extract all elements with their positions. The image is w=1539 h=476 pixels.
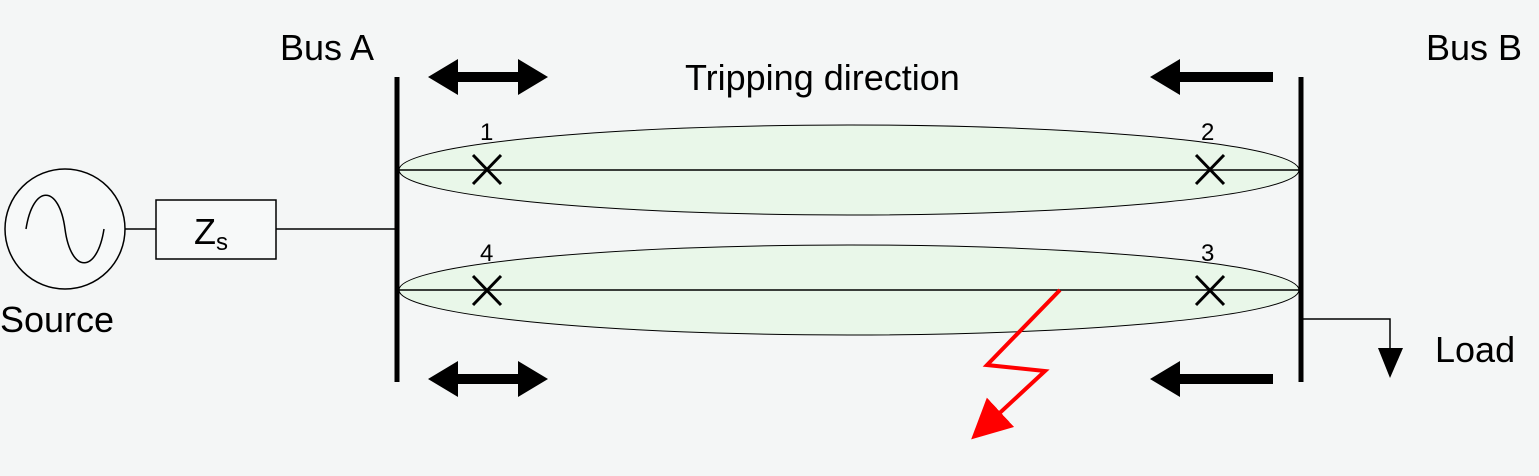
breaker-1-label: 1 — [480, 119, 493, 146]
bidirectional-arrow-bottom-icon — [428, 361, 548, 397]
impedance-main: Z — [194, 211, 216, 252]
sine-wave-icon — [25, 194, 105, 264]
bus-a-label: Bus A — [280, 27, 374, 68]
load-arrow-icon — [1378, 348, 1403, 378]
load-wire — [1301, 318, 1391, 348]
impedance-label: Zs — [194, 211, 228, 256]
breaker-4-icon — [471, 274, 503, 307]
source-label: Source — [0, 299, 114, 340]
breaker-3-icon — [1194, 274, 1226, 307]
tripping-direction-label: Tripping direction — [685, 57, 960, 98]
left-arrow-top-icon — [1150, 59, 1273, 95]
load-label: Load — [1435, 329, 1515, 370]
bus-b-label: Bus B — [1426, 27, 1522, 68]
breaker-1-icon — [471, 153, 503, 186]
breaker-2-label: 2 — [1201, 119, 1214, 146]
breaker-3-label: 3 — [1201, 240, 1214, 267]
bidirectional-arrow-top-icon — [428, 59, 548, 95]
breaker-4-label: 4 — [480, 240, 493, 267]
breaker-2-icon — [1194, 153, 1226, 186]
fault-lightning-icon — [971, 288, 1062, 440]
left-arrow-bottom-icon — [1150, 361, 1273, 397]
impedance-subscript: s — [216, 229, 228, 256]
impedance-box — [155, 199, 277, 260]
